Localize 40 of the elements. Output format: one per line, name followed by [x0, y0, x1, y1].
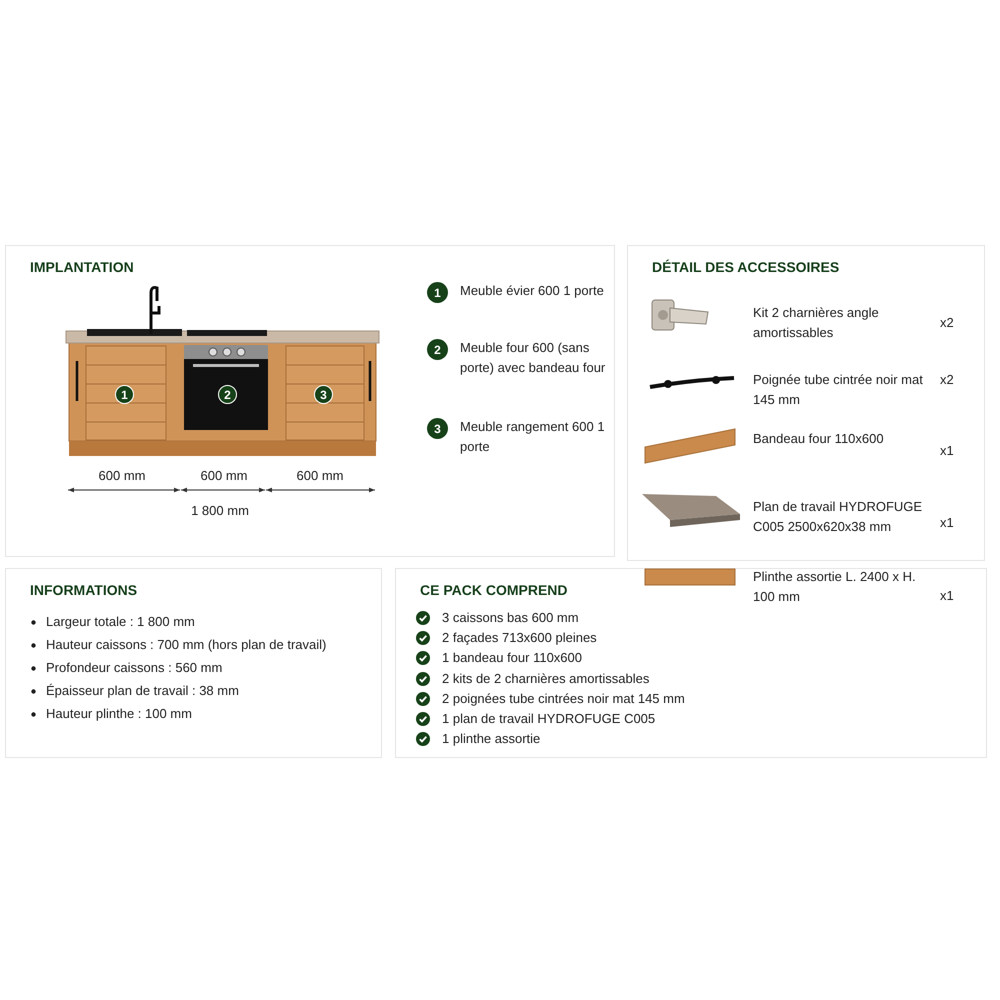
- quantity: x1: [940, 587, 955, 605]
- info-item: Largeur totale : 1 800 mm: [46, 613, 195, 631]
- section-panel: [5, 568, 382, 758]
- pack-item: 2 kits de 2 charnières amortissables: [442, 670, 650, 688]
- item-description: Meuble évier 600 1 porte: [460, 282, 605, 300]
- dimension-label: 600 mm: [296, 467, 344, 485]
- item-description: Meuble four 600 (sans porte) avec bandeau four: [460, 339, 606, 377]
- section-heading: INFORMATIONS: [30, 582, 138, 598]
- pack-item: 1 plinthe assortie: [442, 730, 540, 748]
- accessory-name: Plan de travail HYDROFUGE C005 2500x620x38 mm: [753, 498, 924, 536]
- quantity: x1: [940, 514, 955, 532]
- dimension-label: 600 mm: [98, 467, 146, 485]
- section-heading: IMPLANTATION: [30, 259, 134, 275]
- quantity: x1: [940, 442, 955, 460]
- number-circle: 3: [427, 418, 448, 439]
- dimension-label: 600 mm: [200, 467, 248, 485]
- accessory-name: Kit 2 charnières angle amortissables: [753, 304, 880, 342]
- accessory-name: Poignée tube cintrée noir mat 145 mm: [753, 371, 923, 409]
- number-circle: 2: [427, 339, 448, 360]
- accessory-name: Bandeau four 110x600: [753, 430, 885, 448]
- section-heading: DÉTAIL DES ACCESSOIRES: [652, 259, 840, 275]
- info-item: Épaisseur plan de travail : 38 mm: [46, 682, 239, 700]
- pack-item: 1 plan de travail HYDROFUGE C005: [442, 710, 656, 728]
- dimension-label: 1 800 mm: [190, 502, 250, 520]
- section-heading: CE PACK COMPREND: [420, 582, 568, 598]
- accessory-name: Plinthe assortie L. 2400 x H. 100 mm: [753, 568, 917, 606]
- info-item: Profondeur caissons : 560 mm: [46, 659, 222, 677]
- quantity: x2: [940, 371, 955, 389]
- info-item: Hauteur plinthe : 100 mm: [46, 705, 192, 723]
- info-item: Hauteur caissons : 700 mm (hors plan de travail): [46, 636, 326, 654]
- pack-item: 1 bandeau four 110x600: [442, 649, 582, 668]
- pack-item: 2 façades 713x600 pleines: [442, 629, 597, 648]
- pack-item: 2 poignées tube cintrées noir mat 145 mm: [442, 690, 685, 708]
- number-circle: 1: [427, 282, 448, 303]
- quantity: x2: [940, 314, 955, 332]
- pack-item: 3 caissons bas 600 mm: [442, 609, 579, 627]
- section-panel: [627, 245, 985, 561]
- section-panel: [395, 568, 987, 758]
- section-panel: [5, 245, 615, 557]
- item-description: Meuble rangement 600 1 porte: [460, 418, 606, 456]
